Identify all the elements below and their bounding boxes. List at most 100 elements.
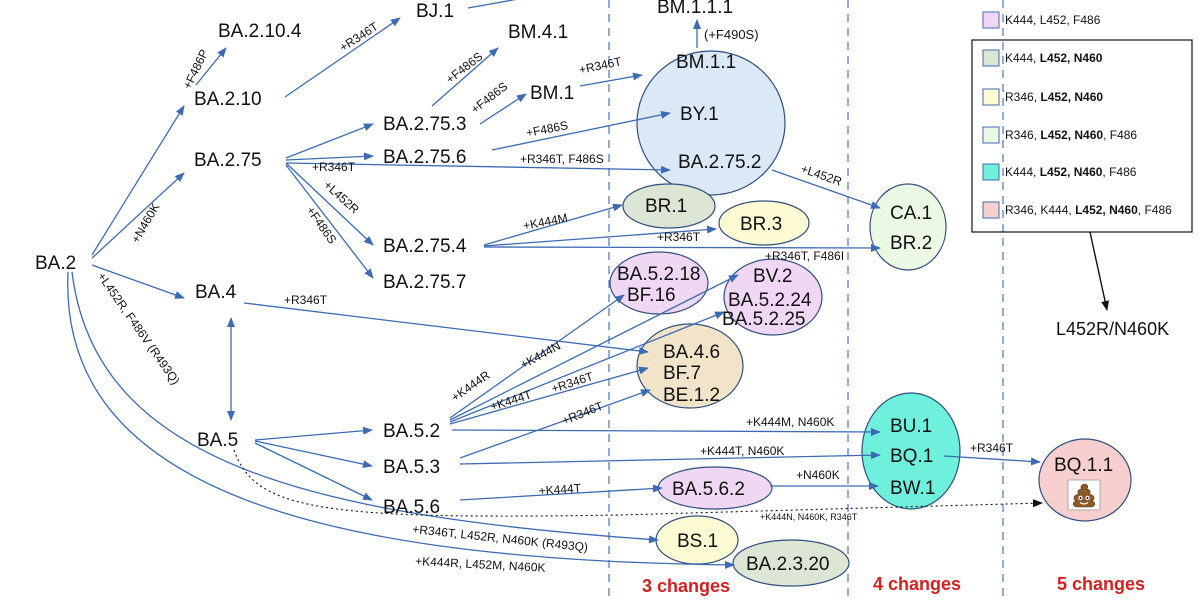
arrow-ba2753-bm1 [479, 93, 527, 125]
arrow-ba275-ba2752 [285, 162, 671, 174]
column-dividers [608, 0, 1004, 600]
node-bq1: BQ.1 [890, 446, 933, 467]
mut-k444n-small: +K444N, N460K, R346T [760, 512, 858, 522]
legend-swatch-2 [982, 49, 1000, 67]
node-ba2: BA.2 [35, 253, 76, 274]
node-ca1: CA.1 [890, 203, 932, 224]
arrow-bj1-offscreen [467, 0, 517, 9]
node-bs1: BS.1 [677, 531, 718, 552]
arrow-ba5-ba56 [254, 442, 373, 501]
arrow-ba2754-br2 [483, 243, 881, 252]
mut-l452r-ba2754: +L452R [321, 178, 362, 217]
node-ba2-10-4: BA.2.10.4 [218, 21, 302, 42]
arrow-ba5-ba52 [254, 426, 373, 441]
node-ba2-75-7: BA.2.75.7 [383, 272, 466, 293]
group-bv2-ba5224-ba5225 [723, 258, 823, 336]
group-br1 [622, 183, 716, 229]
arrow-ba53-be12 [459, 389, 651, 459]
mut-r346t-ba46: +R346T [284, 293, 328, 307]
node-ba2-75-6: BA.2.75.6 [383, 147, 466, 168]
node-ba5-6-2: BA.5.6.2 [672, 479, 745, 500]
mut-r346t-bm11: +R346T [578, 54, 624, 77]
arrow-ba52-bv2 [449, 274, 739, 421]
mut-k444t-n460k: +K444T, N460K [700, 444, 784, 458]
node-bf16: BF.16 [627, 285, 676, 306]
mut-k444t-bf7: +K444T [489, 387, 534, 414]
arrow-ba275-ba2757 [285, 164, 374, 279]
legend-swatch-3 [982, 88, 1000, 106]
node-ba5: BA.5 [197, 430, 238, 451]
arrow-ba210-ba2104 [195, 47, 227, 86]
legend-label-5: K444, L452, N460, F486 [1005, 165, 1137, 179]
mut-k444t-ba562: +K444T [538, 481, 582, 498]
arrow-ba52-bu1 [451, 427, 881, 436]
arrow-ba53-bq1 [459, 451, 881, 465]
legend-swatch-4 [982, 126, 1000, 144]
note-f490s: (+F490S) [704, 27, 759, 42]
node-br3: BR.3 [740, 214, 782, 235]
mut-bs1-path: +R346T, L452R, N460K (R493Q) [412, 522, 589, 554]
node-ba5-3: BA.5.3 [383, 457, 440, 478]
group-ca1-br2 [869, 183, 947, 271]
group-ba46-bf7-be12 [636, 323, 744, 409]
arrow-ba2-ba4 [91, 264, 185, 299]
node-ba5-2-25: BA.5.2.25 [722, 309, 805, 330]
arrow-bq1-bq11 [943, 455, 1041, 466]
mut-k444m-br1: +K444M [522, 211, 569, 233]
node-ba2-10: BA.2.10 [194, 89, 262, 110]
legend-result-arrow [1089, 231, 1109, 311]
legend-result-label: L452R/N460K [1056, 319, 1169, 339]
lineage-arrows [67, 0, 1041, 569]
mut-r346t-bq11: +R346T [970, 441, 1014, 455]
legend-swatch-6 [982, 201, 1000, 219]
group-bm11-by1-ba2752 [636, 50, 786, 196]
node-ba4: BA.4 [195, 282, 237, 303]
arrow-ba2-ba2320 [67, 271, 735, 569]
mut-f486s-bm41: +F486S [443, 49, 485, 86]
mut-r346t-f486s: +R346T, F486S [520, 152, 604, 166]
mut-r346t-bj1: +R346T [337, 19, 381, 55]
arrow-ba4-ba46 [243, 302, 649, 355]
arrow-ba2-ba275 [91, 172, 185, 259]
group-br3 [718, 200, 810, 246]
group-bu1-bq1-bw1 [861, 392, 961, 510]
arrow-ba2-ba210 [91, 105, 185, 256]
arrow-ba275-ba2756 [285, 152, 374, 161]
node-ba5-2-24: BA.5.2.24 [728, 290, 812, 311]
mut-r346t-br3: +R346T [657, 230, 701, 244]
node-ba5-6: BA.5.6 [383, 497, 440, 518]
node-bm4-1: BM.4.1 [508, 22, 568, 43]
mut-n460k: +N460K [128, 201, 162, 246]
arrow-ba56-ba562 [459, 484, 663, 501]
arrow-ba52-ba5218 [449, 294, 625, 419]
arrow-ba2752-ca1 [771, 169, 881, 209]
node-bu1: BU.1 [890, 416, 932, 437]
column-label-5-changes: 5 changes [1057, 574, 1145, 594]
node-ba5-2-18: BA.5.2.18 [617, 264, 700, 285]
mut-r346t-be12: +R346T [560, 398, 606, 427]
node-bw1: BW.1 [890, 478, 935, 499]
legend-label-1: K444, L452, F486 [1005, 13, 1101, 27]
arrow-ba52-ba5225 [449, 311, 725, 423]
node-ba2-75: BA.2.75 [194, 150, 262, 171]
legend-label-2: K444, L452, N460 [1005, 51, 1103, 65]
arrow-ba52-bf7 [449, 366, 649, 425]
arrow-ba210-bj1 [284, 17, 401, 98]
node-ba5-2: BA.5.2 [383, 421, 440, 442]
node-by1: BY.1 [680, 104, 719, 125]
arrow-ba2756-by1 [491, 110, 671, 151]
column-labels: 3 changes 4 changes 5 changes [642, 574, 1145, 596]
mut-k444m-n460k: +K444M, N460K [746, 415, 834, 429]
node-ba2-75-2: BA.2.75.2 [678, 152, 761, 173]
poop-emoji-icon [1067, 479, 1101, 511]
arrow-ba2754-br3 [483, 225, 717, 247]
node-bm1-1-1: BM.1.1.1 [657, 0, 733, 18]
legend-swatch-5 [982, 163, 1000, 181]
arrow-bm1-bm11 [579, 72, 643, 87]
arrow-ba2753-bm41 [431, 47, 499, 107]
mut-f486p: +F486P [180, 47, 211, 91]
node-ba4-6: BA.4.6 [663, 342, 720, 363]
node-be1-2: BE.1.2 [663, 385, 720, 406]
group-ellipses [609, 50, 1132, 587]
